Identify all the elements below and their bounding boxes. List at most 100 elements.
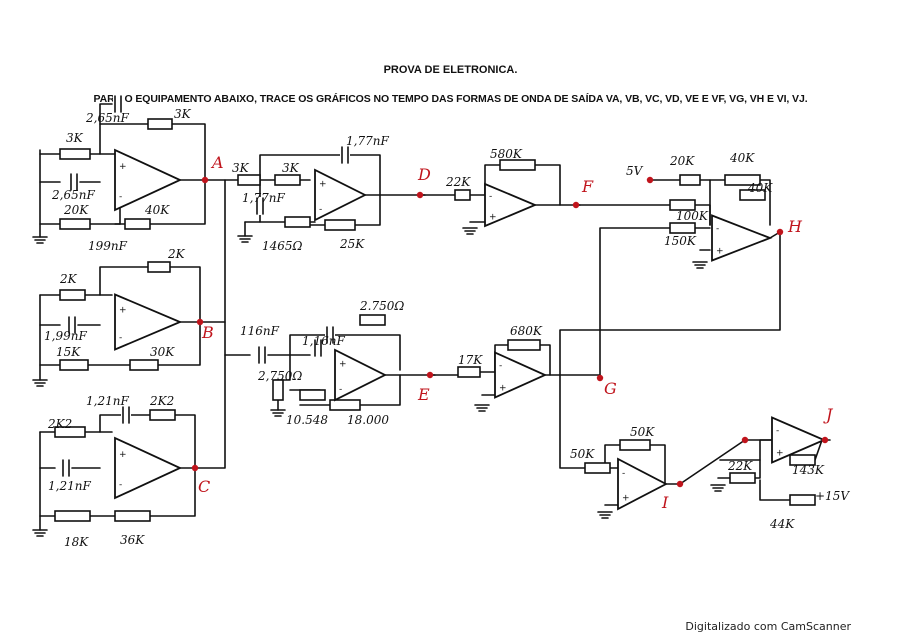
node-marker [416,191,424,199]
resistor [272,379,284,401]
resistor [739,189,766,201]
wire [289,334,401,371]
node-marker [821,436,829,444]
node-marker [196,318,204,326]
op-amp-pin-label: + [489,213,497,223]
exam-title: PROVA DE ELETRONICA. [383,64,518,76]
node-marker [572,201,580,209]
component-label: 100K [676,209,709,223]
component-label: 25K [339,237,365,251]
capacitor-gap [61,459,71,477]
resistor [324,219,356,231]
component-label: 1,99nF [44,329,87,343]
resistor [59,359,89,371]
node-marker [426,371,434,379]
resistor [299,389,326,401]
node-label-F: F [581,177,594,196]
op-amp-pin-label: + [499,383,507,393]
node-label-D: D [417,165,431,184]
op-amp-pin-label: + [339,360,347,370]
capacitor-gap [67,316,77,334]
node-marker [741,436,749,444]
component-label: 40K [144,203,170,217]
resistor [284,216,311,228]
component-label: 50K [630,425,655,439]
wire [814,439,823,461]
component-label: 50K [570,447,595,461]
component-label: 1,21nF [86,394,129,408]
component-label: 5V [626,164,644,178]
wire [99,103,113,125]
resistor [499,159,536,171]
op-amp [114,436,183,500]
capacitor-gap [325,326,335,344]
op-amp-pin-label: - [119,333,122,343]
resistor [507,339,541,351]
node-label-I: I [661,493,669,512]
resistor [669,199,696,211]
component-label: 150K [664,234,697,248]
op-amp [494,351,548,399]
resistor [59,218,91,230]
capacitor-gap [121,406,131,424]
component-label: 10.548 [286,413,328,427]
component-label: 40K [729,151,755,165]
node-marker [191,464,199,472]
components: +-+-+-+-+--+-+-+-+-+ [32,95,829,537]
resistor [789,454,816,466]
component-label: 3K [232,161,250,175]
component-label: 1,77nF [242,191,285,205]
resistor [54,510,91,522]
component-label: 18.000 [347,413,389,427]
capacitor-gap [340,146,350,164]
resistor [619,439,651,451]
wire [599,227,671,379]
op-amp-pin-label: - [119,480,122,490]
wire [84,266,201,323]
op-amp-pin-label: - [489,192,492,202]
resistor [724,174,761,186]
component-label: 3K [174,107,192,121]
capacitor-gap [69,173,79,191]
component-label: +15V [815,489,850,503]
wire [259,154,381,196]
op-amp [771,416,827,464]
component-label: 1465Ω [262,239,303,253]
op-amp-pin-label: + [622,494,630,504]
component-label: 22K [727,459,753,473]
resistor [59,289,86,301]
wire [559,231,781,469]
wire [719,439,773,461]
component-label: 1,21nF [48,479,91,493]
component-label: 2,750Ω [257,369,302,383]
component-label: 17K [458,353,483,367]
resistor [237,174,261,186]
resistor [114,510,151,522]
component-label: 2,65nF [51,188,95,202]
node-marker [596,374,604,382]
op-amp [114,148,183,212]
wire [359,374,401,406]
node-label-A: A [210,153,224,172]
component-label: 2K2 [47,417,72,431]
resistor [454,189,471,201]
component-label: 1,77nF [346,134,389,148]
op-amp-pin-label: - [776,426,779,436]
node-label-H: H [787,217,803,236]
op-amp [114,293,183,351]
component-label: 44K [769,517,795,531]
resistor [274,174,301,186]
capacitor-gap [257,346,267,364]
node-marker [201,176,209,184]
capacitor-gap [113,95,123,113]
op-amp-pin-label: + [716,246,724,256]
resistor [147,118,173,130]
component-label: 580K [490,147,523,161]
component-label: 2.750Ω [359,299,404,313]
component-label: 680K [510,324,543,338]
node-label-G: G [604,379,617,398]
component-label: 36K [120,533,145,547]
resistor [124,218,151,230]
component-label: 3K [66,131,84,145]
